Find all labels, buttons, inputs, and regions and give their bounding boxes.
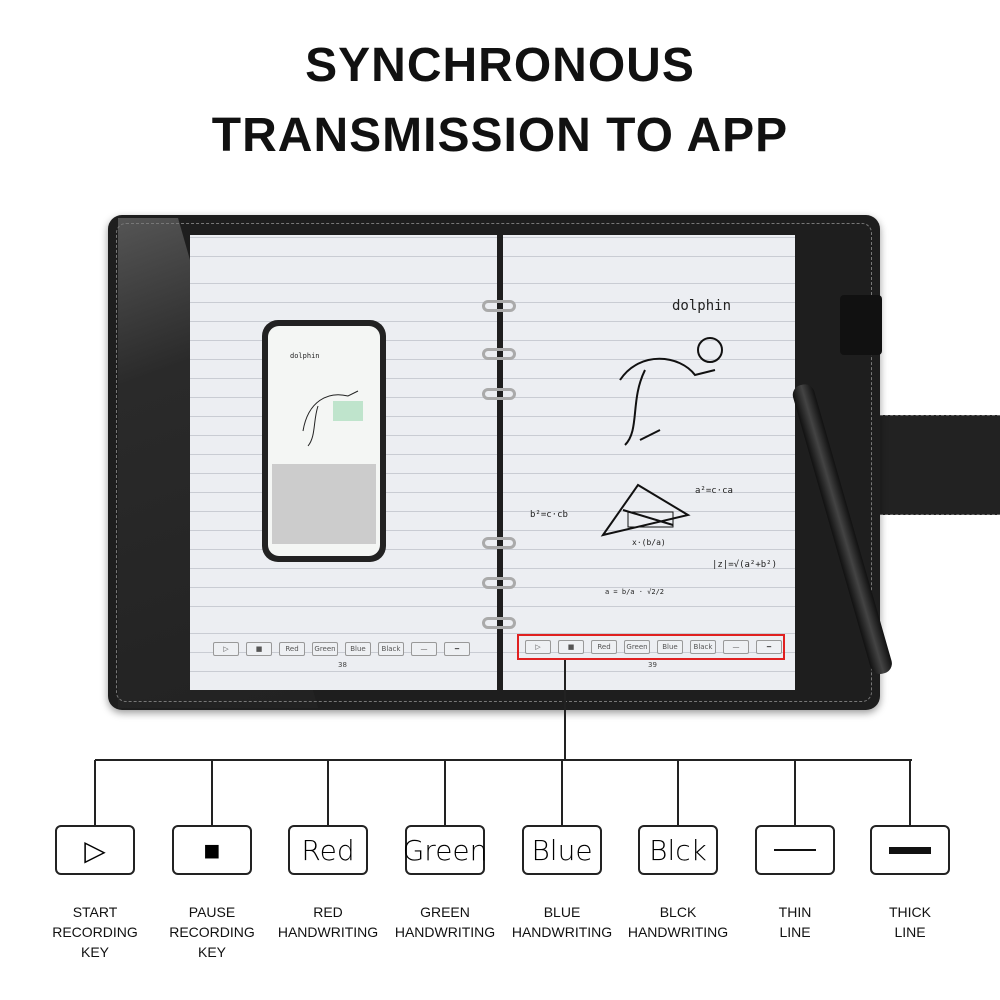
notebook-strap — [880, 415, 1000, 515]
key-red: Red — [288, 825, 368, 875]
page-toolbar-button[interactable]: Blue — [345, 642, 371, 656]
left-page-toolbar: ▷ ■ Red Green Blue Black — ━ — [213, 642, 470, 656]
stop-icon: ■ — [203, 833, 221, 867]
play-icon: ▷ — [84, 833, 106, 867]
key-label: BLUE HANDWRITING — [511, 904, 613, 940]
connector-drop — [794, 760, 796, 826]
right-page — [503, 235, 795, 690]
formula-3: x·(b/a) — [632, 538, 666, 547]
page-toolbar-button[interactable]: Black — [690, 640, 716, 654]
page-toolbar-button[interactable]: ■ — [558, 640, 584, 654]
connector-drop — [561, 760, 563, 826]
connector-drop — [327, 760, 329, 826]
handwriting-word: dolphin — [672, 298, 732, 314]
thin-line-icon — [774, 849, 816, 851]
key-thick-line-icon — [870, 825, 950, 875]
binder-ring — [482, 300, 516, 312]
page-toolbar-button[interactable]: Blue — [657, 640, 683, 654]
connector-drop — [211, 760, 213, 826]
page-toolbar-button[interactable]: Green — [312, 642, 338, 656]
video-call-panel — [272, 464, 376, 544]
page-toolbar-button[interactable]: ━ — [444, 642, 470, 656]
key-label: THIN LINE — [778, 904, 812, 940]
binder-ring — [482, 617, 516, 629]
page-toolbar-button[interactable]: Red — [591, 640, 617, 654]
key-play-icon: ▷ — [55, 825, 135, 875]
key-thin-line-icon — [755, 825, 835, 875]
page-toolbar-button[interactable]: ▷ — [525, 640, 551, 654]
page-toolbar-button[interactable]: — — [723, 640, 749, 654]
connector-drop — [444, 760, 446, 826]
pen-loop — [840, 295, 882, 355]
page-toolbar-button[interactable]: Black — [378, 642, 404, 656]
key-text: Blue — [531, 833, 593, 867]
smartphone: dolphin — [262, 320, 386, 562]
connector-stem — [564, 660, 566, 761]
binder-ring — [482, 388, 516, 400]
connector-drop — [677, 760, 679, 826]
app-handwriting-word: dolphin — [290, 352, 320, 360]
key-label: THICK LINE — [889, 904, 931, 940]
binder-ring — [482, 348, 516, 360]
key-label: PAUSE RECORDING KEY — [169, 904, 255, 960]
headline-line2: TRANSMISSION TO APP — [211, 109, 789, 162]
page-toolbar-button[interactable]: — — [411, 642, 437, 656]
key-label: GREEN HANDWRITING — [394, 904, 496, 940]
formula-1: a²=c·ca — [695, 486, 733, 496]
thick-line-icon — [889, 846, 931, 854]
app-screen: dolphin — [268, 326, 380, 556]
formula-4: b²=c·cb — [530, 510, 568, 520]
key-text: Green — [402, 833, 488, 867]
key-label: START RECORDING KEY — [52, 904, 138, 960]
key-text: Red — [301, 833, 355, 867]
page-toolbar-button[interactable]: ━ — [756, 640, 782, 654]
connector-bar — [95, 759, 912, 761]
key-text: Blck — [649, 833, 707, 867]
page-toolbar-button[interactable]: ▷ — [213, 642, 239, 656]
app-dolphin-drawing — [302, 390, 363, 447]
dolphin-drawing — [619, 337, 723, 446]
key-blue: Blue — [522, 825, 602, 875]
page-toolbar-button[interactable]: Red — [279, 642, 305, 656]
right-page-toolbar: ▷ ■ Red Green Blue Black — ━ — [525, 640, 782, 654]
key-stop-icon: ■ — [172, 825, 252, 875]
connector-drop — [909, 760, 911, 826]
headline-line1: SYNCHRONOUS — [305, 39, 695, 92]
formula-2: |z|=√(a²+b²) — [712, 560, 778, 570]
page-toolbar-button[interactable]: Green — [624, 640, 650, 654]
binder-ring — [482, 577, 516, 589]
toolbar-highlight — [517, 634, 785, 660]
cover-stitching — [116, 223, 872, 702]
left-page-number: 38 — [338, 661, 347, 669]
connector-drop — [94, 760, 96, 826]
key-blck: Blck — [638, 825, 718, 875]
triangle-diagram — [600, 483, 691, 537]
key-label: RED HANDWRITING — [277, 904, 379, 940]
key-label: BLCK HANDWRITING — [627, 904, 729, 940]
formula-5: a = b/a · √2/2 — [605, 588, 665, 596]
binder-ring — [482, 537, 516, 549]
page-toolbar-button[interactable]: ■ — [246, 642, 272, 656]
right-page-number: 39 — [648, 661, 657, 669]
key-green: Green — [402, 825, 488, 875]
